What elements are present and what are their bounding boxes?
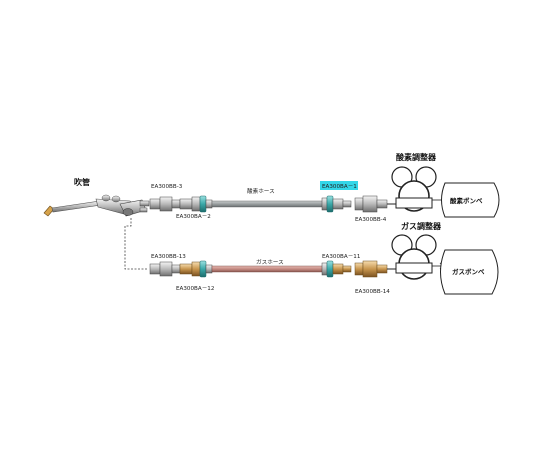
oxygen-regulator-label: 酸素調整器	[396, 152, 437, 162]
fitting-bb3	[149, 196, 181, 212]
ba1-highlight	[320, 181, 358, 190]
gas-connection-line	[124, 218, 148, 270]
gas-hose-label: ガスホース	[256, 258, 284, 266]
torch-label: 吹管	[74, 177, 90, 187]
oxygen-cylinder	[441, 182, 500, 218]
coupler-ba1	[321, 195, 352, 213]
oxygen-hose	[211, 200, 325, 208]
fitting-bb14	[354, 260, 388, 278]
gas-cylinder-label: ガスボンベ	[452, 267, 485, 276]
coupler-ba12	[179, 260, 213, 278]
label-ba11: EA300BA－11	[322, 254, 361, 260]
gas-regulator-label: ガス調整器	[401, 221, 442, 231]
label-ba1: EA300BA－1	[322, 184, 357, 190]
coupler-ba11	[321, 260, 352, 278]
label-bb14: EA300BB-14	[355, 289, 390, 295]
coupler-ba2	[179, 195, 213, 213]
label-ba12: EA300BA－12	[176, 286, 214, 292]
label-bb13: EA300BB-13	[151, 254, 186, 260]
oxygen-regulator	[387, 166, 447, 212]
label-bb3: EA300BB-3	[151, 184, 183, 190]
oxygen-cylinder-label: 酸素ボンベ	[450, 196, 483, 205]
oxygen-hose-label: 酸素ホース	[247, 187, 275, 195]
gas-cylinder	[440, 249, 499, 295]
fitting-bb13	[149, 261, 181, 277]
fitting-bb4	[354, 195, 388, 213]
gas-hose	[211, 265, 325, 273]
welding-torch	[43, 194, 150, 217]
label-bb4: EA300BB-4	[355, 217, 387, 223]
gas-regulator	[387, 234, 445, 280]
label-ba2: EA300BA－2	[176, 214, 211, 220]
